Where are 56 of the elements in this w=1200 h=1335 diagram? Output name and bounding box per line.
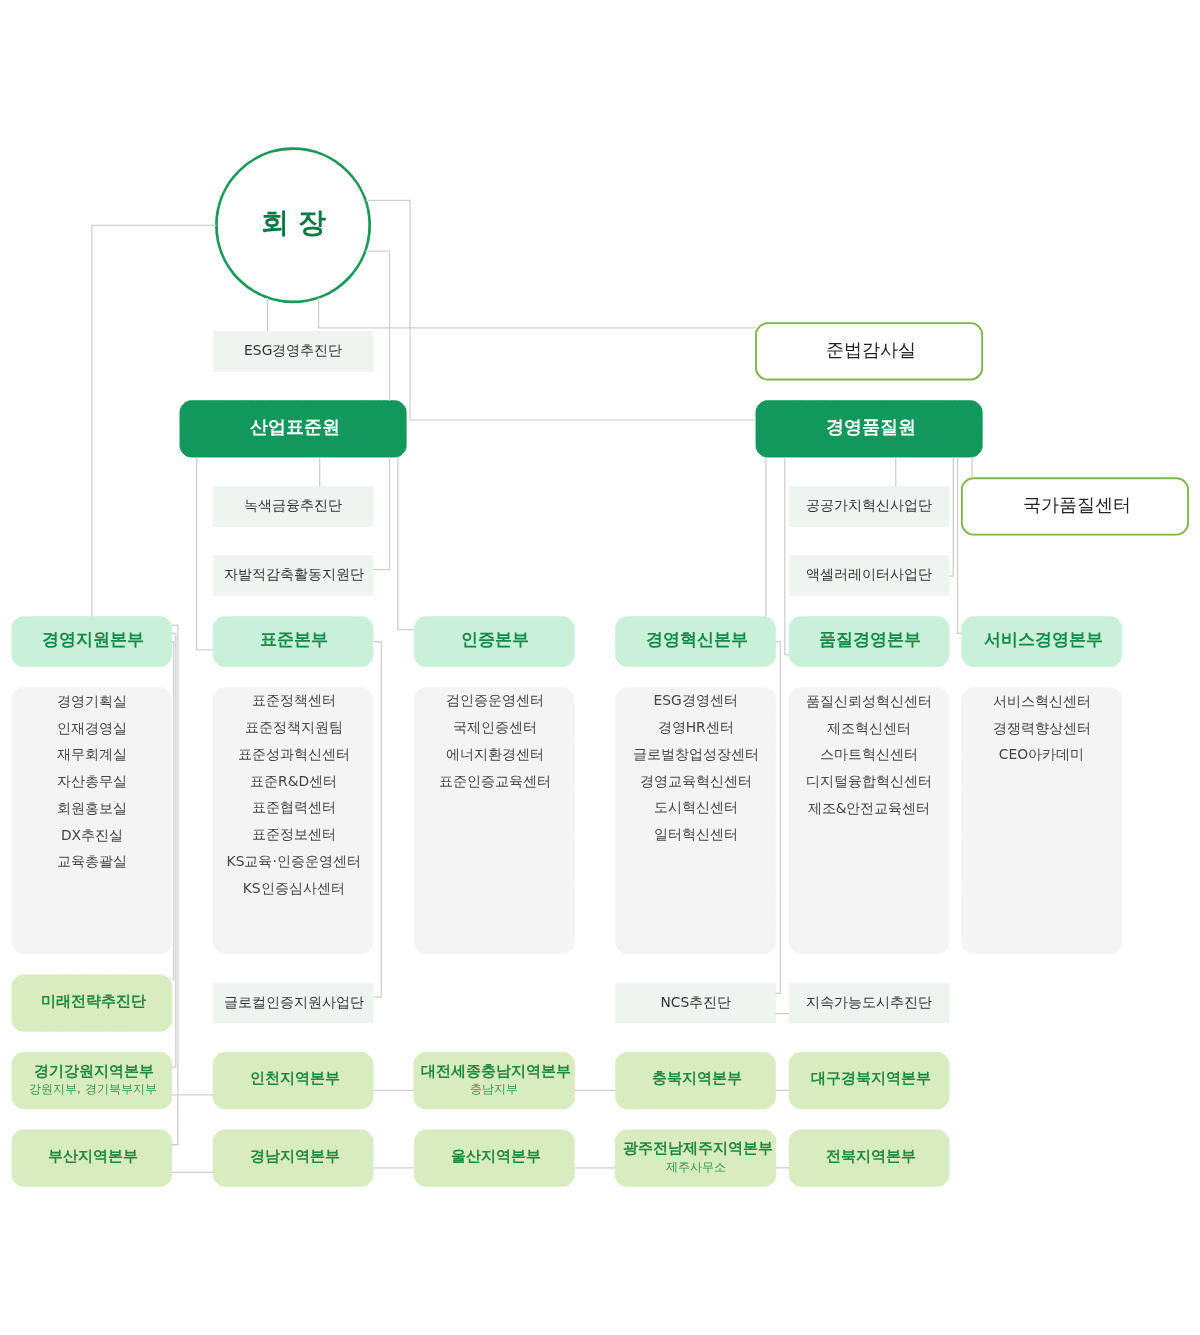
- node-box: 대전세종충남지역본부 충남지부: [413, 1052, 576, 1110]
- node-box: 경영지원본부: [11, 616, 173, 668]
- node-box: 광주전남제주지역본부 제주사무소: [614, 1129, 777, 1187]
- node-box: 경기강원지역본부 강원지부, 경기북부지부: [11, 1052, 173, 1110]
- connector: [372, 456, 391, 571]
- node-box: 공공가치혁신사업단: [788, 486, 950, 527]
- connector: [784, 456, 790, 656]
- node-box: 국가품질센터: [960, 477, 1189, 536]
- connector: [372, 641, 382, 998]
- node-box: 대구경북지역본부: [788, 1052, 950, 1110]
- connector: [956, 456, 963, 634]
- connector: [171, 1094, 214, 1096]
- connector: [91, 224, 218, 618]
- node-box: 충북지역본부: [615, 1052, 776, 1110]
- connector: [397, 456, 415, 631]
- node-box: 표준본부: [212, 616, 374, 668]
- node-box: 경영기획실 인재경영실 재무회계실 자산총무실 회원홍보실 DX추진실 교육총괄실: [11, 687, 173, 955]
- connector: [364, 250, 391, 402]
- node-box: 부산지역본부: [11, 1129, 173, 1187]
- node-box: 경영품질원: [755, 400, 983, 458]
- connector: [765, 456, 767, 618]
- node-box: 녹색금융추진단: [212, 486, 374, 527]
- connector: [948, 456, 954, 577]
- connector: [573, 1167, 616, 1169]
- node-box: 경영혁신본부: [615, 616, 776, 668]
- connector: [365, 199, 757, 421]
- node-box: 자발적감축활동지원단: [212, 555, 374, 596]
- connector: [574, 1089, 617, 1091]
- connector: [266, 297, 269, 332]
- node-box: 울산지역본부: [414, 1129, 575, 1187]
- connector: [372, 1089, 415, 1091]
- node-box: 산업표준원: [179, 400, 407, 458]
- node-box: 전북지역본부: [788, 1129, 950, 1187]
- connector: [171, 632, 177, 1068]
- node-box: 경남지역본부: [212, 1129, 374, 1187]
- node-box: 인천지역본부: [212, 1052, 374, 1110]
- connector: [171, 1171, 214, 1174]
- connector: [319, 456, 321, 488]
- connector: [195, 456, 214, 651]
- node-box: 서비스경영본부: [961, 616, 1123, 668]
- node-box: 지속가능도시추진단: [788, 982, 950, 1024]
- connector: [971, 456, 973, 479]
- node-box: NCS추진단: [615, 982, 776, 1024]
- node-box: 인증본부: [414, 616, 575, 668]
- node-box: 품질경영본부: [788, 616, 950, 668]
- connector: [317, 296, 757, 329]
- node-box: 미래전략추진단: [11, 974, 173, 1032]
- connector: [774, 641, 781, 994]
- node-box: 준법감사실: [755, 322, 984, 381]
- node-box: 액셀러레이터사업단: [788, 555, 950, 596]
- connector: [895, 456, 897, 488]
- connector: [372, 1167, 415, 1169]
- connector: [171, 624, 179, 1146]
- node-circle: 회 장: [215, 147, 372, 304]
- node-box: ESG경영추진단: [212, 331, 374, 372]
- node-box: 글로컬인증지원사업단: [212, 982, 374, 1024]
